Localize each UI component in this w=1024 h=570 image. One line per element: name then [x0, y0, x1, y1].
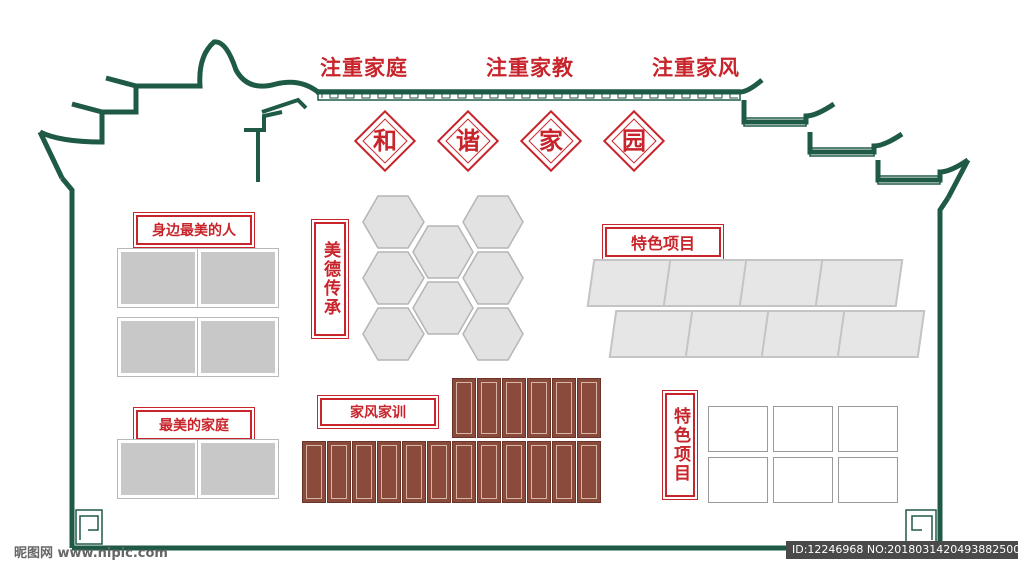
featured-photo-slot: [608, 310, 698, 358]
project-photo-frame: [708, 406, 768, 452]
hexagon-photo-slot: [462, 251, 524, 305]
tradition-board: [552, 378, 576, 438]
photo-slot: [197, 248, 279, 308]
hexagon-photo-slot: [412, 225, 474, 279]
label-featured-projects-side: 特色项目: [662, 390, 698, 500]
tradition-board: [452, 441, 476, 503]
tradition-board: [577, 441, 601, 503]
project-photo-frame: [773, 406, 833, 452]
tradition-board: [502, 378, 526, 438]
project-photo-frame: [708, 457, 768, 503]
tradition-board: [327, 441, 351, 503]
featured-photo-slot: [760, 310, 850, 358]
diamond-char-1: 和: [373, 126, 397, 155]
label-virtue-inheritance: 美德传承: [311, 219, 349, 339]
featured-photo-slot: [738, 259, 828, 307]
label-most-beautiful-person: 身边最美的人: [133, 212, 255, 248]
headline-phrase-1: 注重家庭: [320, 55, 408, 80]
tradition-board: [377, 441, 401, 503]
hexagon-photo-slot: [362, 251, 425, 305]
photo-slot: [197, 317, 279, 377]
hexagon-photo-slot: [362, 307, 425, 361]
tradition-board: [577, 378, 601, 438]
project-photo-frame: [773, 457, 833, 503]
diamond-char-3: 家: [539, 126, 563, 155]
hexagon-photo-slot: [412, 281, 474, 335]
watermark-site: 昵图网 www.nipic.com: [14, 546, 168, 561]
featured-photo-slot: [836, 310, 926, 358]
hexagon-photo-slot: [462, 195, 524, 249]
photo-slot: [117, 439, 199, 499]
diamond-char-4: 园: [622, 126, 646, 155]
photo-slot: [197, 439, 279, 499]
label-featured-projects-top: 特色项目: [602, 224, 724, 260]
tradition-board: [302, 441, 326, 503]
project-photo-frame: [838, 406, 898, 452]
tradition-board: [452, 378, 476, 438]
tradition-board: [552, 441, 576, 503]
tradition-board: [352, 441, 376, 503]
featured-photo-slot: [662, 259, 752, 307]
label-most-beautiful-family: 最美的家庭: [133, 407, 255, 443]
featured-photo-slot: [814, 259, 904, 307]
hexagon-photo-slot: [362, 195, 425, 249]
label-family-tradition: 家风家训: [317, 395, 439, 429]
photo-slot: [117, 317, 199, 377]
tradition-board: [527, 441, 551, 503]
hexagon-photo-slot: [462, 307, 524, 361]
headline-phrase-2: 注重家教: [486, 55, 574, 80]
headline: 注重家庭 注重家教 注重家风: [320, 52, 740, 82]
tradition-board: [502, 441, 526, 503]
tradition-board: [527, 378, 551, 438]
diamond-char-2: 谐: [456, 126, 480, 155]
hexagon-gallery: [362, 195, 524, 361]
tradition-board: [477, 441, 501, 503]
tradition-board: [477, 378, 501, 438]
project-photo-frame: [838, 457, 898, 503]
watermark-id: ID:12246968 NO:20180314204938825000: [786, 541, 1024, 559]
tradition-board: [402, 441, 426, 503]
tradition-board: [427, 441, 451, 503]
featured-photo-slot: [684, 310, 774, 358]
headline-phrase-3: 注重家风: [652, 55, 740, 80]
featured-photo-slot: [586, 259, 676, 307]
photo-slot: [117, 248, 199, 308]
